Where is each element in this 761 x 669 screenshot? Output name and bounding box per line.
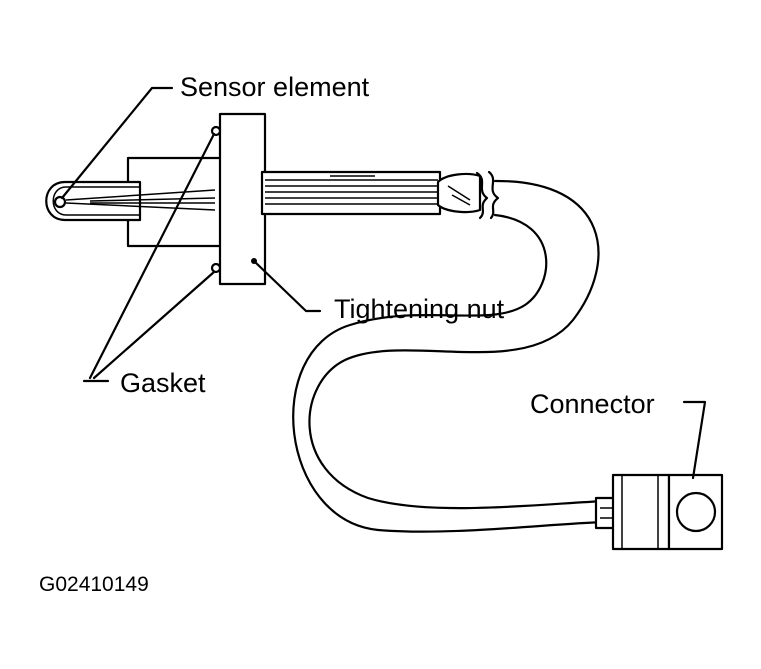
- sensor-body: [45, 112, 500, 286]
- sensor-cable: [292, 179, 607, 533]
- sensor-shell: [126, 156, 225, 248]
- rear-tube: [260, 170, 442, 216]
- label-sensor-element: Sensor element: [180, 72, 370, 102]
- connector: [594, 473, 724, 551]
- label-tightening-nut: Tightening nut: [334, 294, 505, 324]
- label-connector: Connector: [530, 389, 655, 419]
- leader-lines: [60, 86, 707, 480]
- tightening-nut: [218, 112, 267, 286]
- label-gasket: Gasket: [120, 368, 206, 398]
- gasket-lower: [210, 262, 222, 274]
- figure-code: G02410149: [39, 573, 149, 596]
